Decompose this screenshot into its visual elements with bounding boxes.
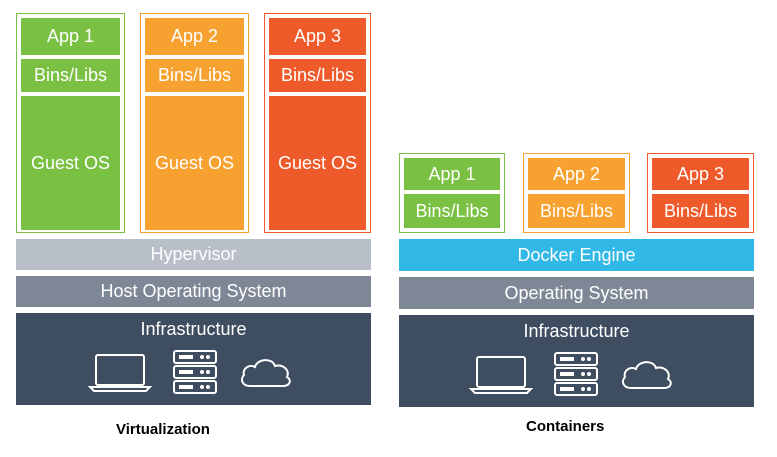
container-app-1: App 1 [404,158,500,190]
vm-guest-os-3: Guest OS [269,96,366,230]
server-icon [173,350,217,394]
container-bins-libs-3: Bins/Libs [652,194,749,228]
cloud-icon [241,359,291,387]
cloud-icon [622,361,672,389]
vm-bins-libs-1: Bins/Libs [21,59,120,92]
container-app-2: App 2 [528,158,625,190]
vm-column-1: App 1 Bins/Libs Guest OS [16,13,125,233]
vm-bins-libs-3: Bins/Libs [269,59,366,92]
vm-bins-libs-2: Bins/Libs [145,59,244,92]
container-column-1: App 1 Bins/Libs [399,153,505,233]
container-bins-libs-2: Bins/Libs [528,194,625,228]
container-column-2: App 2 Bins/Libs [523,153,630,233]
vm-guest-os-1: Guest OS [21,96,120,230]
hypervisor-layer: Hypervisor [16,239,371,270]
infrastructure-label: Infrastructure [140,319,247,339]
vm-infrastructure-layer: Infrastructure [16,313,371,405]
vm-app-1: App 1 [21,18,120,55]
operating-system-layer: Operating System [399,277,754,309]
container-bins-libs-1: Bins/Libs [404,194,500,228]
virtualization-caption: Virtualization [116,421,210,438]
vm-app-3: App 3 [269,18,366,55]
container-column-3: App 3 Bins/Libs [647,153,754,233]
laptop-icon [469,356,533,394]
containers-caption: Containers [526,418,605,435]
container-infrastructure-layer: Infrastructure [399,315,754,407]
vm-guest-os-2: Guest OS [145,96,244,230]
vm-column-2: App 2 Bins/Libs Guest OS [140,13,249,233]
infrastructure-label: Infrastructure [523,321,630,341]
container-app-3: App 3 [652,158,749,190]
vm-app-2: App 2 [145,18,244,55]
server-icon [554,352,598,396]
vm-column-3: App 3 Bins/Libs Guest OS [264,13,371,233]
docker-engine-layer: Docker Engine [399,239,754,271]
host-os-layer: Host Operating System [16,276,371,307]
laptop-icon [88,354,152,392]
